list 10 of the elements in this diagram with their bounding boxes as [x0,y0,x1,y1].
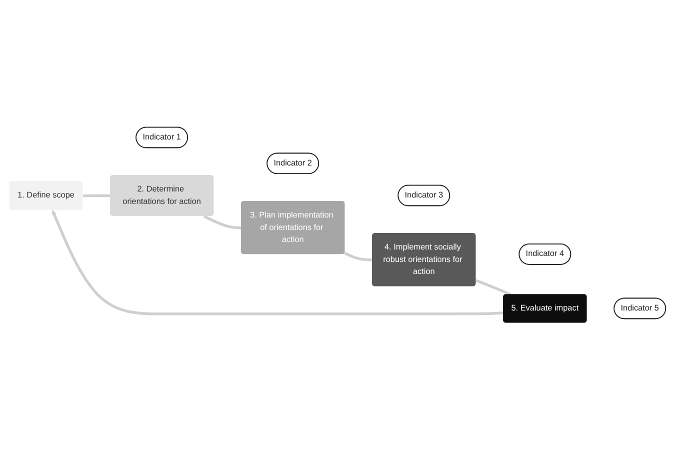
connector [203,215,242,230]
connector [82,194,110,198]
node-box: 2. Determine orientations for action [110,175,214,216]
connector [476,279,511,296]
arrow [52,210,504,316]
node-box: 5. Evaluate impact [503,294,587,323]
connector [344,252,372,262]
node-box: 3. Plan implementation of orientations for action [240,200,345,254]
node-box: 1. Define scope [9,181,83,210]
node-box: 4. Implement socially robust orientations for action [372,233,476,286]
